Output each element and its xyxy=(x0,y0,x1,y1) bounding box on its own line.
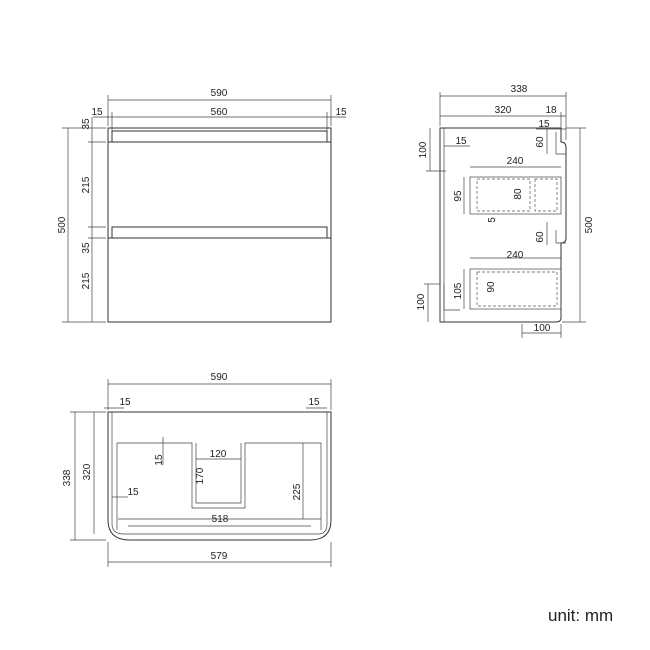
side-drawer-lower xyxy=(469,268,562,310)
front-cabinet-outline xyxy=(107,127,332,323)
top-back-15: 15 xyxy=(154,454,165,466)
top-side-right: 15 xyxy=(308,397,320,408)
side-view: 338 320 18 15 60 100 15 240 95 80 5 60 2… xyxy=(416,84,595,338)
top-side-15: 15 xyxy=(127,487,139,498)
side-panel-15-top: 15 xyxy=(538,119,550,130)
top-cutout-depth: 170 xyxy=(195,467,206,484)
side-drawer-upper-inner: 80 xyxy=(513,188,524,200)
front-inner-width: 560 xyxy=(211,107,228,118)
side-drawer-lower-inner: 90 xyxy=(486,281,497,293)
top-cutout-width: 120 xyxy=(210,449,227,460)
side-drawer-upper-depth: 240 xyxy=(507,156,524,167)
front-view: 590 15 560 15 500 35 215 35 215 xyxy=(57,88,347,323)
side-depth-total: 338 xyxy=(511,84,528,95)
side-front-thickness: 18 xyxy=(545,105,557,116)
top-cabinet-outline xyxy=(107,411,332,541)
front-drawer-upper-dim: 215 xyxy=(81,176,92,193)
side-base-100: 100 xyxy=(534,323,551,334)
front-mid-rail-dim: 35 xyxy=(81,242,92,254)
front-drawer-lower-dim: 215 xyxy=(81,272,92,289)
front-height-total: 500 xyxy=(57,216,68,233)
top-inner-width: 518 xyxy=(212,514,229,525)
side-cabinet-outline xyxy=(439,127,567,323)
front-side-right: 15 xyxy=(335,107,347,118)
side-handle-60-mid: 60 xyxy=(535,231,546,243)
side-kick-100-top: 100 xyxy=(418,141,429,158)
side-drawer-upper-height: 95 xyxy=(453,190,464,202)
front-width-total: 590 xyxy=(211,88,228,99)
unit-label: unit: mm xyxy=(548,606,614,625)
front-top-rail xyxy=(111,130,328,143)
front-side-left: 15 xyxy=(91,107,103,118)
top-view: 590 15 15 338 320 15 120 170 15 225 518 … xyxy=(62,372,332,567)
top-depth-inner: 320 xyxy=(82,463,93,480)
side-handle-60-top: 60 xyxy=(535,136,546,148)
front-mid-rail xyxy=(111,226,328,239)
side-drawer-upper xyxy=(469,176,562,215)
side-drawer-lower-height: 105 xyxy=(453,282,464,299)
side-depth-inner: 320 xyxy=(495,105,512,116)
top-right-depth: 225 xyxy=(292,483,303,500)
side-drawer-upper-base: 5 xyxy=(487,217,498,223)
side-back-15: 15 xyxy=(455,136,467,147)
side-height-total: 500 xyxy=(584,216,595,233)
top-depth-total: 338 xyxy=(62,469,73,486)
side-kick-100-bottom: 100 xyxy=(416,293,427,310)
front-top-rail-dim: 35 xyxy=(81,118,92,130)
top-front-width: 579 xyxy=(211,551,228,562)
top-side-left: 15 xyxy=(119,397,131,408)
side-drawer-lower-depth: 240 xyxy=(507,250,524,261)
top-width-total: 590 xyxy=(211,372,228,383)
